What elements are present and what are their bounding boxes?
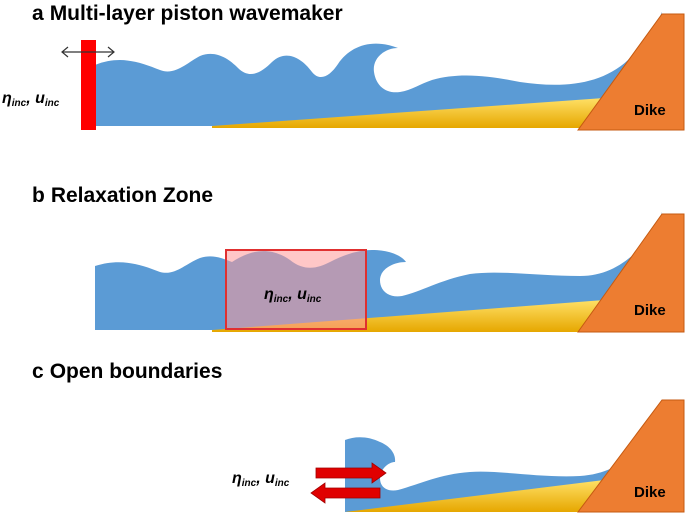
eta-symbol: η — [232, 470, 242, 487]
double-arrow-icon — [61, 46, 115, 58]
u-subscript: inc — [44, 98, 60, 109]
panel-a — [61, 12, 685, 131]
eta-subscript: inc — [273, 294, 289, 305]
dike — [577, 399, 685, 513]
sloping-sand-bed — [212, 98, 604, 128]
dike-label: Dike — [634, 102, 666, 119]
dike-label: Dike — [634, 484, 666, 501]
dike — [577, 213, 685, 333]
piston-wavemaker — [81, 40, 96, 130]
separator: , — [26, 90, 36, 107]
left-arrow-icon — [310, 482, 381, 504]
u-subscript: inc — [274, 478, 290, 489]
incident-wave-label: ηinc, uinc — [2, 90, 59, 109]
dike-label: Dike — [634, 302, 666, 319]
sloping-sand-bed — [345, 480, 604, 512]
dike — [577, 13, 685, 131]
eta-symbol: η — [264, 286, 274, 303]
panel-title-text: Relaxation Zone — [50, 184, 214, 207]
incident-wave-label: ηinc, uinc — [264, 286, 321, 305]
panel-title-text: Open boundaries — [49, 360, 223, 383]
water-body — [95, 12, 662, 126]
u-symbol: u — [297, 286, 307, 303]
u-subscript: inc — [306, 294, 322, 305]
panel-title-text: Multi-layer piston wavemaker — [49, 2, 343, 25]
u-symbol: u — [35, 90, 45, 107]
eta-subscript: inc — [241, 478, 257, 489]
separator: , — [256, 470, 266, 487]
incident-wave-label: ηinc, uinc — [232, 470, 289, 489]
eta-symbol: η — [2, 90, 12, 107]
u-symbol: u — [265, 470, 275, 487]
separator: , — [288, 286, 298, 303]
right-arrow-icon — [315, 462, 387, 484]
panel-letter: c — [32, 360, 44, 383]
panel-letter: b — [32, 184, 45, 207]
panel-b — [95, 212, 685, 333]
panel-letter: a — [32, 2, 44, 25]
relaxation-zone — [225, 249, 367, 330]
eta-subscript: inc — [11, 98, 27, 109]
panel-c — [310, 399, 685, 513]
